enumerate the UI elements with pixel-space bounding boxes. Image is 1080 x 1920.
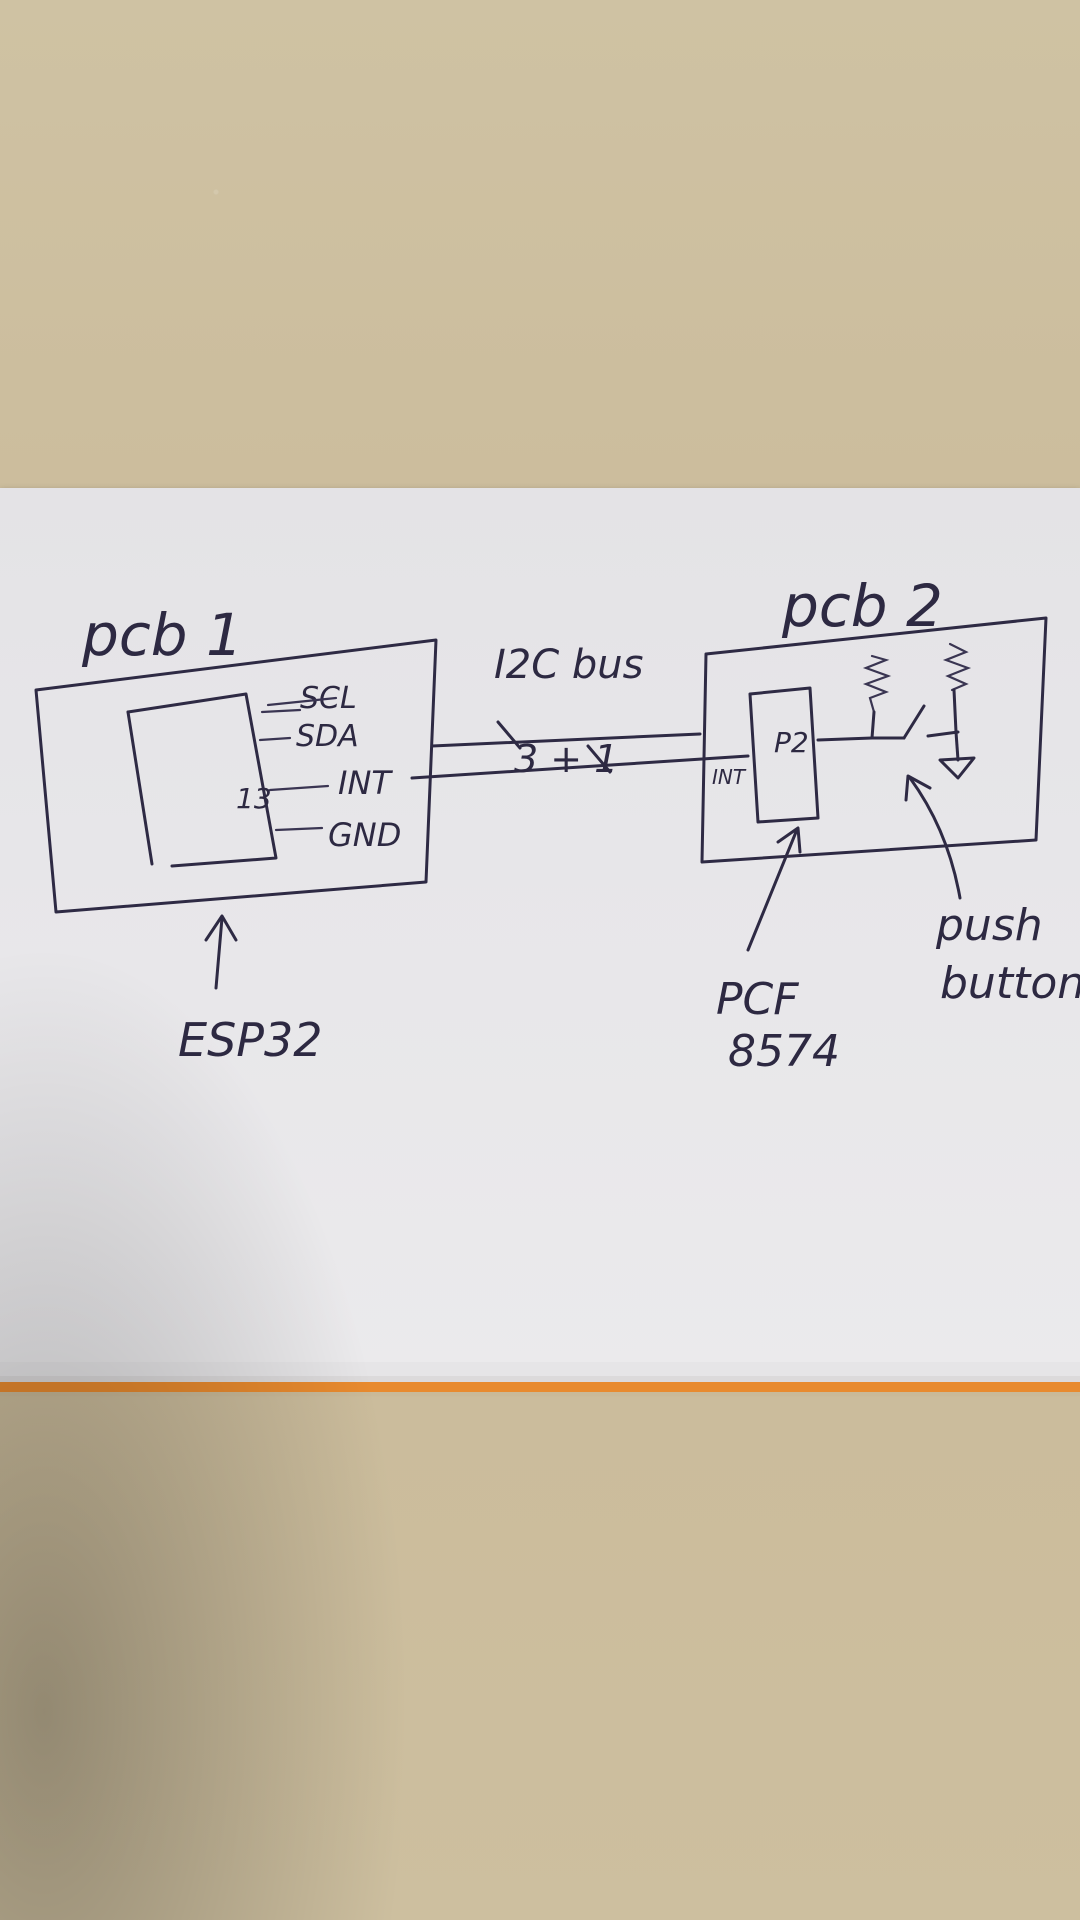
pcf-arrow-head — [776, 826, 802, 854]
pin-number-13: 13 — [236, 782, 272, 815]
paper-sheet — [0, 488, 1080, 1388]
pcb2-title: pcb 2 — [781, 572, 943, 640]
esp32-chip-outline — [126, 692, 278, 868]
bus-wire-count: 3 + 1 — [514, 737, 618, 781]
bus-slash-1 — [496, 720, 522, 750]
bus-wire-top — [430, 732, 702, 748]
pull-up-resistor-2 — [942, 642, 972, 692]
esp32-arrow-head — [204, 914, 238, 942]
bus-label: I2C bus — [494, 642, 643, 688]
button-label-line2: button — [940, 958, 1080, 1009]
esp32-chip-left-edge — [126, 710, 154, 866]
switch-lead-right — [926, 730, 960, 738]
button-arrow-shaft — [908, 776, 962, 900]
bus-slash-2 — [586, 744, 612, 774]
scl-overline — [266, 696, 338, 707]
pullup-wire — [870, 710, 876, 740]
p2-wire — [816, 736, 874, 742]
esp32-arrow-shaft — [214, 916, 224, 990]
pcf8574-chip-outline — [748, 686, 820, 824]
bus-wire-bottom — [410, 754, 750, 780]
pcb2: pcb 2 P2 INT PCF 8574 push button — [700, 572, 1080, 1077]
pcb2-outline — [700, 616, 1048, 864]
pcb1: pcb 1 SCL SDA INT GND 13 ESP32 — [34, 601, 438, 1067]
paper-edge — [0, 1362, 1080, 1396]
i2c-bus: I2C bus 3 + 1 — [410, 642, 750, 781]
pcf-label-line2: 8574 — [728, 1026, 840, 1077]
esp32-label: ESP32 — [178, 1013, 323, 1067]
pull-up-resistor — [862, 654, 892, 714]
pin-label-sda: SDA — [296, 719, 359, 754]
pin-label-gnd: GND — [328, 816, 401, 854]
pcf-label-line1: PCF — [716, 974, 799, 1025]
pcf-arrow-shaft — [746, 830, 798, 952]
port-p2-label: P2 — [774, 726, 809, 759]
pin-stub-int — [268, 784, 330, 792]
pin-stub-scl — [260, 708, 302, 714]
ground-wire — [954, 730, 960, 762]
pcb1-title: pcb 1 — [81, 601, 243, 669]
resistor-2-wire — [952, 688, 958, 734]
ground-icon — [938, 756, 976, 780]
button-arrow-head — [904, 774, 932, 802]
pin-stub-gnd — [274, 826, 324, 832]
push-button-contact — [902, 704, 926, 740]
pcb1-outline — [34, 638, 438, 914]
button-label-line1: push — [935, 900, 1043, 951]
pcb2-int-label: INT — [712, 765, 747, 789]
pin-stub-sda — [258, 736, 292, 742]
pin-label-int: INT — [338, 764, 393, 802]
